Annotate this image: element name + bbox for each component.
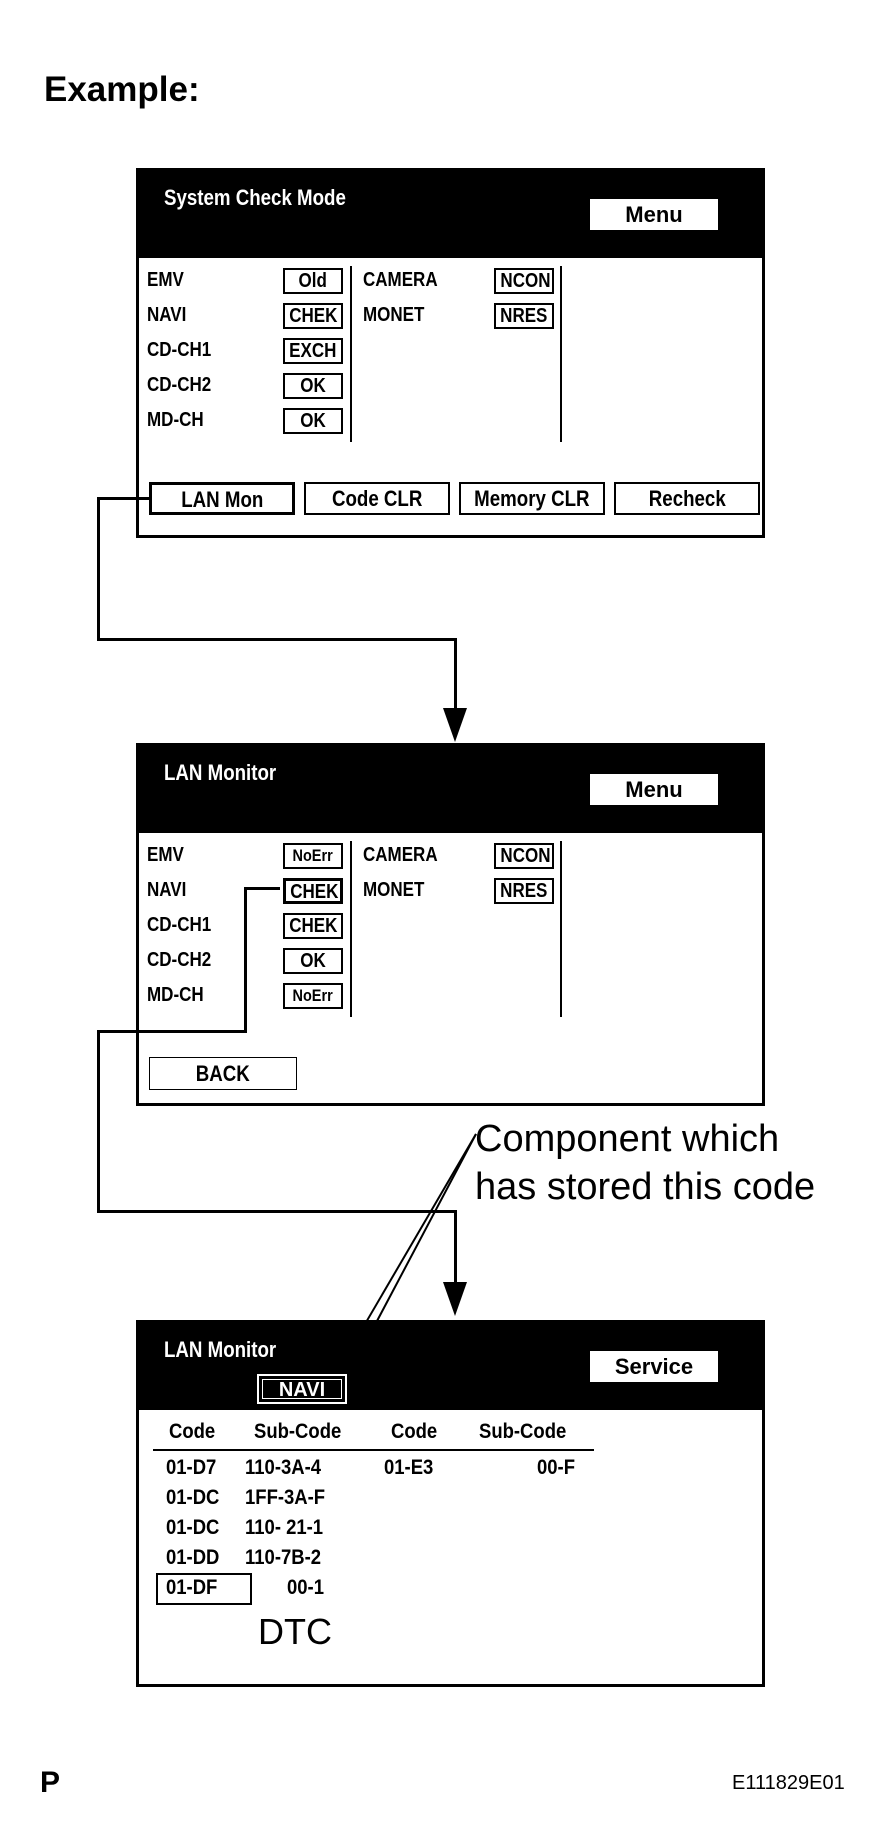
- system-check-mode-screen: System Check Mode Menu EMV NAVI CD-CH1 C…: [136, 168, 765, 538]
- component-name: NAVI: [262, 1379, 342, 1400]
- menu-button[interactable]: Menu: [589, 773, 719, 806]
- status-badge-md-ch[interactable]: NoErr: [283, 983, 343, 1009]
- dtc-highlight-box: [156, 1573, 252, 1605]
- table-cell-sub-code: 110-3A-4: [245, 1456, 322, 1479]
- status-badge-cd-ch2[interactable]: OK: [283, 373, 343, 399]
- header-underline: [153, 1449, 594, 1451]
- status-badge-navi[interactable]: CHEK: [283, 303, 343, 329]
- table-cell-sub-code: 00-F: [537, 1456, 576, 1479]
- table-cell-sub-code: 110- 21-1: [245, 1516, 324, 1539]
- device-label-navi: NAVI: [147, 304, 187, 326]
- service-button[interactable]: Service: [589, 1350, 719, 1383]
- table-cell-code: 01-D7: [166, 1456, 217, 1479]
- device-label-navi: NAVI: [147, 879, 187, 901]
- page-heading: Example:: [44, 70, 200, 109]
- table-cell-sub-code: 1FF-3A-F: [245, 1486, 326, 1509]
- lan-monitor-detail-screen: LAN Monitor NAVI Service Code Sub-Code C…: [136, 1320, 765, 1687]
- column-header-sub-code: Sub-Code: [254, 1420, 342, 1443]
- status-badge-md-ch[interactable]: OK: [283, 408, 343, 434]
- table-cell-sub-code: 110-7B-2: [245, 1546, 322, 1569]
- status-badge-cd-ch2[interactable]: OK: [283, 948, 343, 974]
- flow-arrowhead: [443, 1282, 467, 1316]
- status-badge-camera[interactable]: NCON: [494, 268, 554, 294]
- status-badge-emv[interactable]: Old: [283, 268, 343, 294]
- component-badge: NAVI: [257, 1374, 347, 1404]
- column-header-code: Code: [391, 1420, 438, 1443]
- column-divider: [350, 266, 352, 442]
- device-label-monet: MONET: [363, 879, 425, 901]
- code-clr-button[interactable]: Code CLR: [304, 482, 450, 515]
- title-bar: LAN Monitor Menu: [139, 746, 762, 833]
- callout-line: has stored this code: [475, 1166, 816, 1208]
- device-label-md-ch: MD-CH: [147, 984, 204, 1006]
- status-badge-camera[interactable]: NCON: [494, 843, 554, 869]
- device-label-camera: CAMERA: [363, 844, 438, 866]
- flow-line: [97, 1030, 247, 1033]
- device-label-md-ch: MD-CH: [147, 409, 204, 431]
- device-label-cd-ch1: CD-CH1: [147, 914, 212, 936]
- status-badge-emv[interactable]: NoErr: [283, 843, 343, 869]
- table-cell-code: 01-E3: [384, 1456, 434, 1479]
- flow-arrowhead: [443, 708, 467, 742]
- column-header-sub-code: Sub-Code: [479, 1420, 567, 1443]
- flow-line: [244, 887, 280, 890]
- screen-title: LAN Monitor: [164, 760, 277, 785]
- title-bar: LAN Monitor NAVI Service: [139, 1323, 762, 1410]
- table-cell-code: 01-DD: [166, 1546, 220, 1569]
- flow-line: [97, 1210, 457, 1213]
- column-divider: [560, 266, 562, 442]
- flow-line: [454, 638, 457, 718]
- table-cell-sub-code: 00-1: [287, 1576, 324, 1599]
- table-cell-code: 01-DC: [166, 1516, 220, 1539]
- flow-line: [97, 497, 100, 641]
- menu-button[interactable]: Menu: [589, 198, 719, 231]
- title-bar: System Check Mode Menu: [139, 171, 762, 258]
- table-cell-code: 01-DC: [166, 1486, 220, 1509]
- flow-line: [244, 887, 247, 1033]
- column-divider: [560, 841, 562, 1017]
- lan-mon-button[interactable]: LAN Mon: [149, 482, 295, 515]
- figure-id: E111829E01: [732, 1772, 845, 1794]
- device-label-cd-ch2: CD-CH2: [147, 374, 212, 396]
- footer-section-mark: P: [40, 1766, 61, 1799]
- column-header-code: Code: [169, 1420, 216, 1443]
- device-label-monet: MONET: [363, 304, 425, 326]
- memory-clr-button[interactable]: Memory CLR: [459, 482, 605, 515]
- screen-title: LAN Monitor: [164, 1337, 277, 1362]
- device-label-cd-ch2: CD-CH2: [147, 949, 212, 971]
- status-badge-monet[interactable]: NRES: [494, 878, 554, 904]
- dtc-label: DTC: [258, 1611, 332, 1652]
- recheck-button[interactable]: Recheck: [614, 482, 760, 515]
- column-divider: [350, 841, 352, 1017]
- device-label-camera: CAMERA: [363, 269, 438, 291]
- device-label-emv: EMV: [147, 844, 184, 866]
- screen-title: System Check Mode: [164, 185, 346, 210]
- flow-line: [97, 1030, 100, 1213]
- flow-line: [97, 497, 149, 500]
- status-badge-navi[interactable]: CHEK: [283, 878, 343, 904]
- device-label-emv: EMV: [147, 269, 184, 291]
- flow-line: [97, 638, 457, 641]
- table-cell-code: 01-DF: [166, 1576, 218, 1599]
- status-badge-cd-ch1[interactable]: EXCH: [283, 338, 343, 364]
- back-button[interactable]: BACK: [149, 1057, 297, 1090]
- flow-line: [454, 1210, 457, 1290]
- callout-text: Component which has stored this code: [475, 1115, 815, 1211]
- callout-line: Component which: [475, 1118, 780, 1160]
- status-badge-cd-ch1[interactable]: CHEK: [283, 913, 343, 939]
- device-label-cd-ch1: CD-CH1: [147, 339, 212, 361]
- status-badge-monet[interactable]: NRES: [494, 303, 554, 329]
- lan-monitor-screen: LAN Monitor Menu EMV NAVI CD-CH1 CD-CH2 …: [136, 743, 765, 1106]
